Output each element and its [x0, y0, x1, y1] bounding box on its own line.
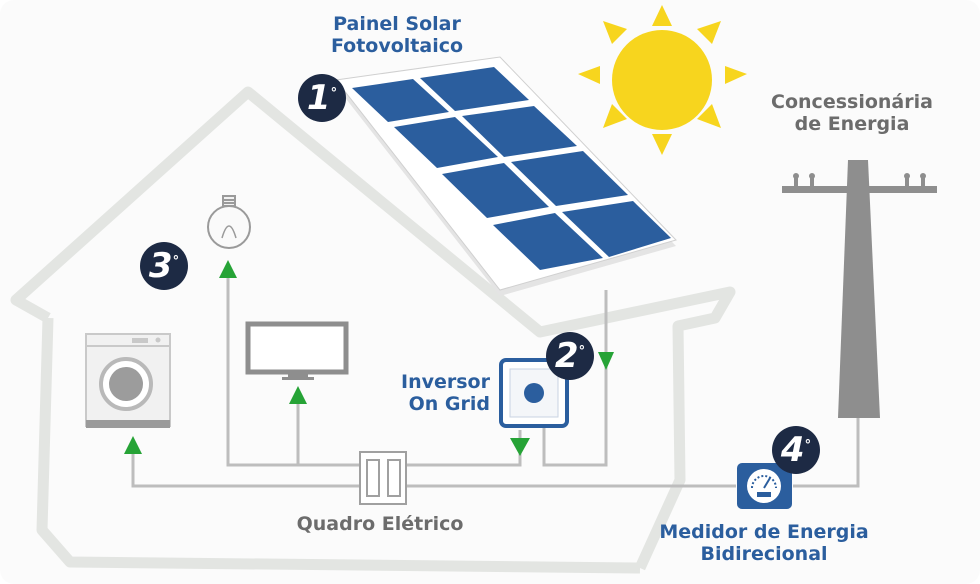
step-badge-inverter: 2° — [546, 332, 594, 380]
washing-machine-icon — [85, 333, 171, 428]
panel-board-label-text: Quadro Elétrico — [296, 513, 464, 535]
electrical-panel-icon — [359, 451, 407, 505]
step-badge-panel-suffix: ° — [330, 86, 338, 101]
step-badge-meter-number: 4 — [780, 430, 805, 470]
step-badge-panel-number: 1 — [306, 78, 331, 118]
solar-panel-label: Painel Solar Fotovoltaico — [312, 13, 482, 58]
arrow-panel-to-inverter — [598, 352, 614, 370]
utility-label-line1: Concessionária — [771, 91, 933, 113]
step-badge-inverter-number: 2 — [554, 336, 579, 376]
step-badge-inverter-suffix: ° — [578, 344, 586, 359]
step-badge-panel: 1° — [298, 74, 346, 122]
inverter-label: Inversor On Grid — [378, 371, 490, 416]
panel-board-label: Quadro Elétrico — [262, 513, 498, 536]
arrow-inverter-to-panelboard — [510, 438, 530, 456]
energy-meter-icon — [737, 463, 792, 509]
utility-pole-icon — [782, 160, 937, 418]
step-badge-meter: 4° — [772, 426, 820, 474]
solar-panel-label-line1: Painel Solar — [333, 13, 461, 35]
sun-icon — [578, 5, 747, 155]
tv-icon — [245, 321, 349, 380]
inverter-label-line2: On Grid — [408, 392, 490, 415]
inverter-label-line1: Inversor — [401, 371, 490, 393]
arrow-to-washing-machine — [124, 436, 142, 454]
flow-arrows — [124, 260, 614, 456]
arrow-to-tv — [289, 386, 307, 404]
inverter-icon — [499, 358, 569, 428]
step-badge-loads: 3° — [140, 242, 188, 290]
light-bulb-icon — [207, 195, 251, 249]
solar-panel-icon — [335, 56, 677, 296]
step-badge-loads-suffix: ° — [172, 254, 180, 269]
step-badge-meter-suffix: ° — [804, 438, 812, 453]
meter-label-line1: Medidor de Energia — [659, 521, 869, 543]
utility-label: Concessionária de Energia — [752, 91, 952, 136]
house-outline — [10, 86, 736, 574]
solar-panel-label-line2: Fotovoltaico — [330, 34, 464, 57]
meter-label: Medidor de Energia Bidirecional — [632, 521, 896, 566]
arrow-to-light-bulb — [219, 260, 237, 278]
utility-label-line2: de Energia — [794, 112, 910, 135]
meter-label-line2: Bidirecional — [700, 542, 828, 565]
step-badge-loads-number: 3 — [148, 246, 173, 286]
